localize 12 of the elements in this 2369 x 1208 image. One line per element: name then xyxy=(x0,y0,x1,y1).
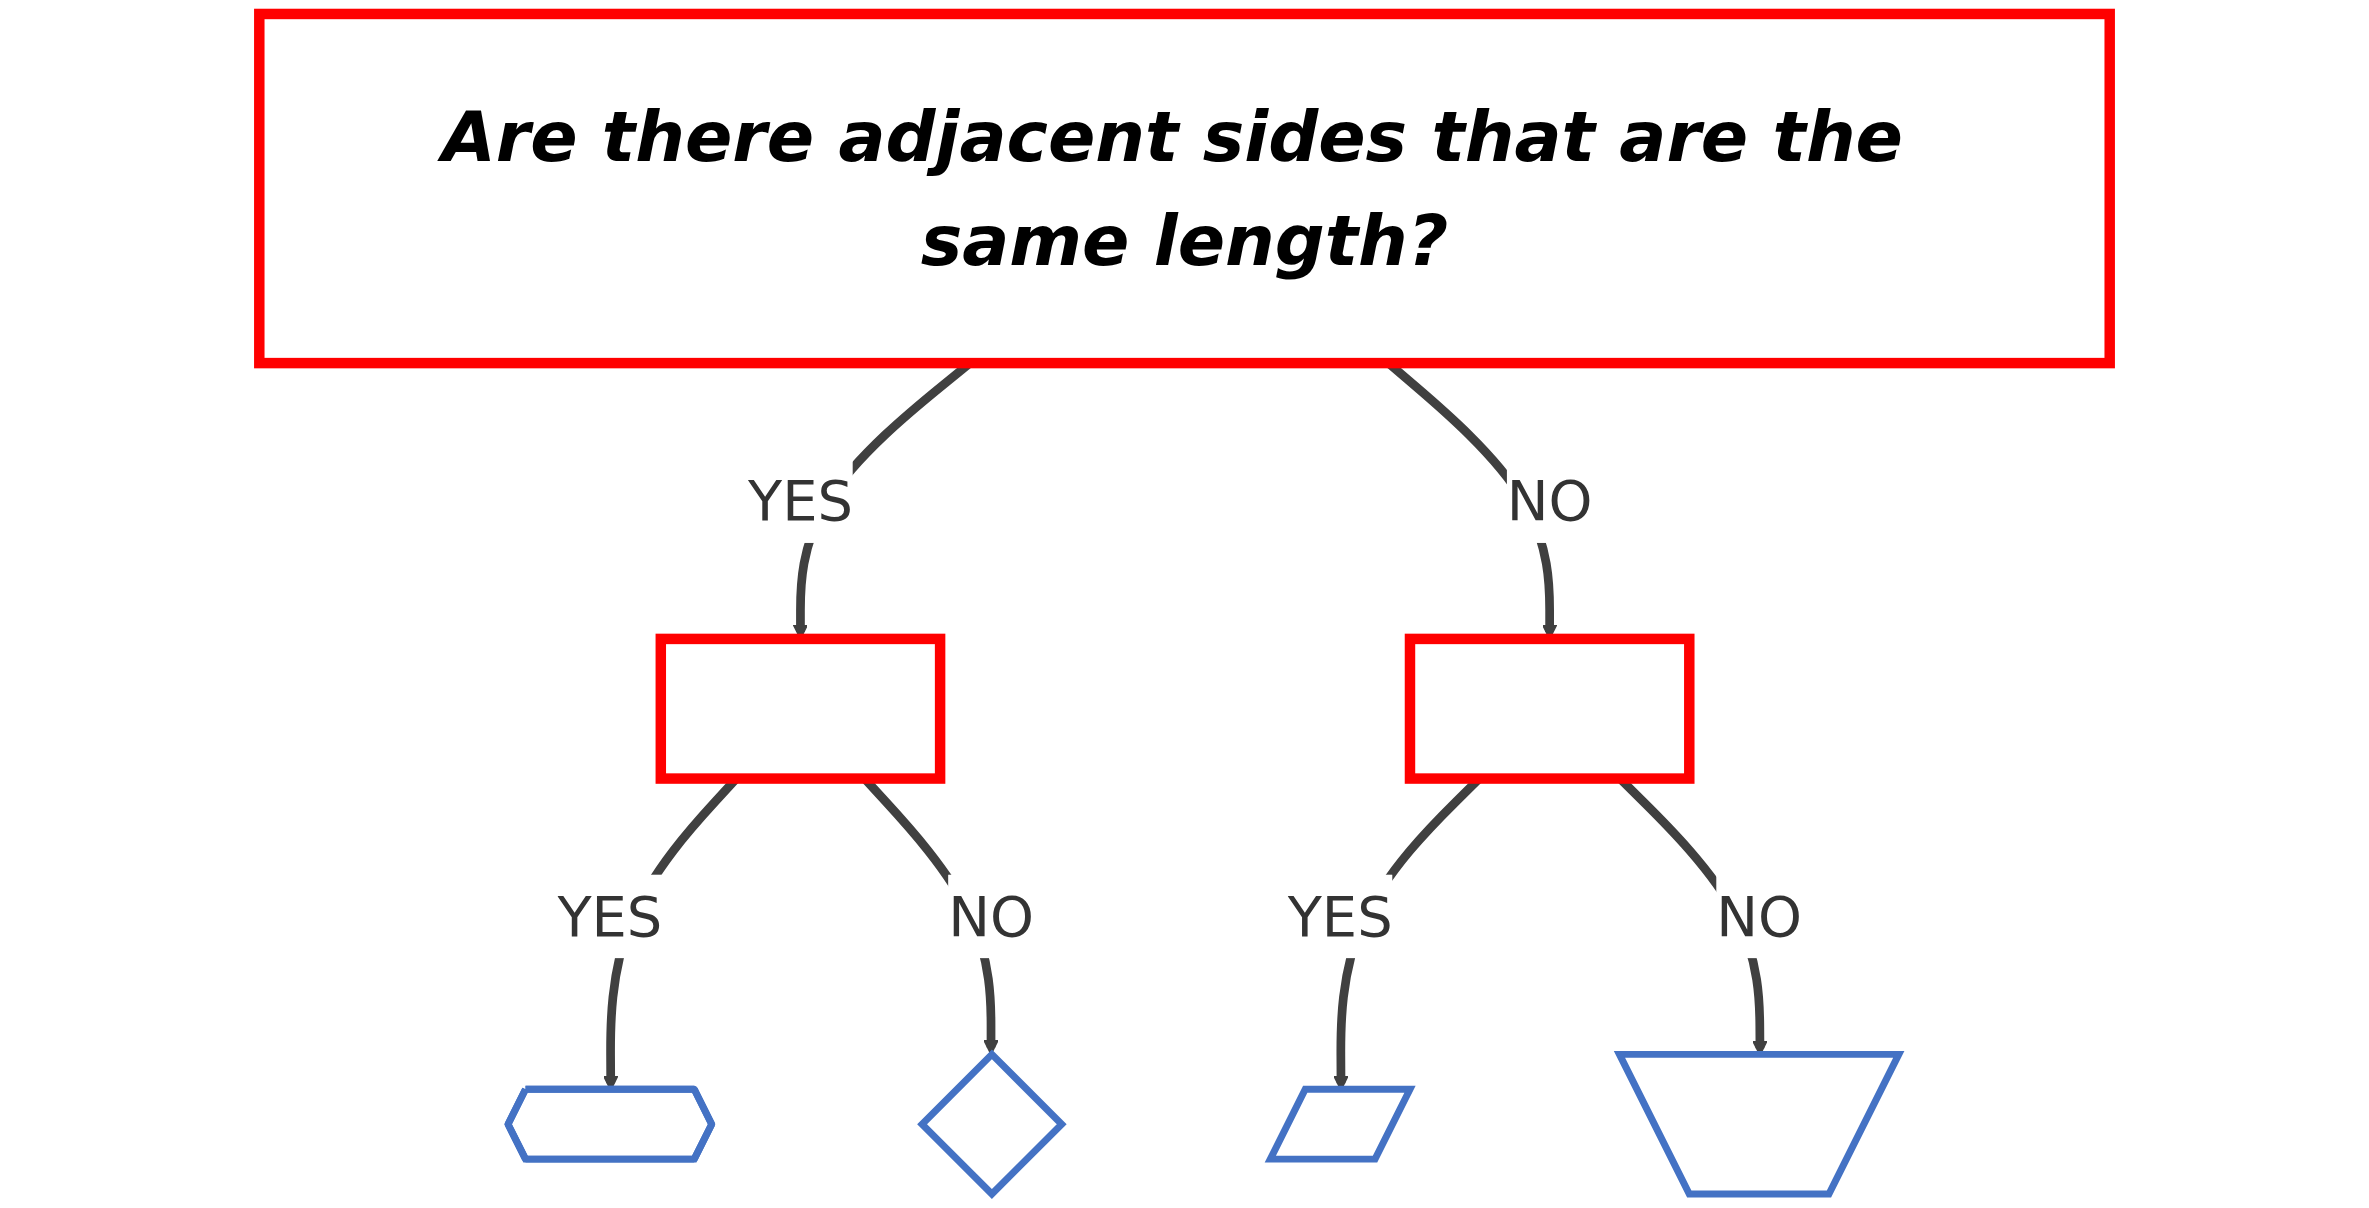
node-kite xyxy=(917,1049,1067,1199)
edge-label: NO xyxy=(1506,467,1593,535)
node-quadrilateral xyxy=(1613,1050,1905,1198)
edge-label: YES xyxy=(557,883,663,950)
node-parallelogram xyxy=(1264,1085,1416,1163)
edge-label: YES xyxy=(748,467,853,535)
edge-label: YES xyxy=(1287,883,1393,950)
edge-label: NO xyxy=(1716,883,1802,950)
node-box xyxy=(1404,633,1695,784)
node-box xyxy=(655,633,946,784)
node-box: Are there adjacent sides that are the same length? xyxy=(254,8,2115,369)
edge-label: NO xyxy=(948,883,1034,950)
